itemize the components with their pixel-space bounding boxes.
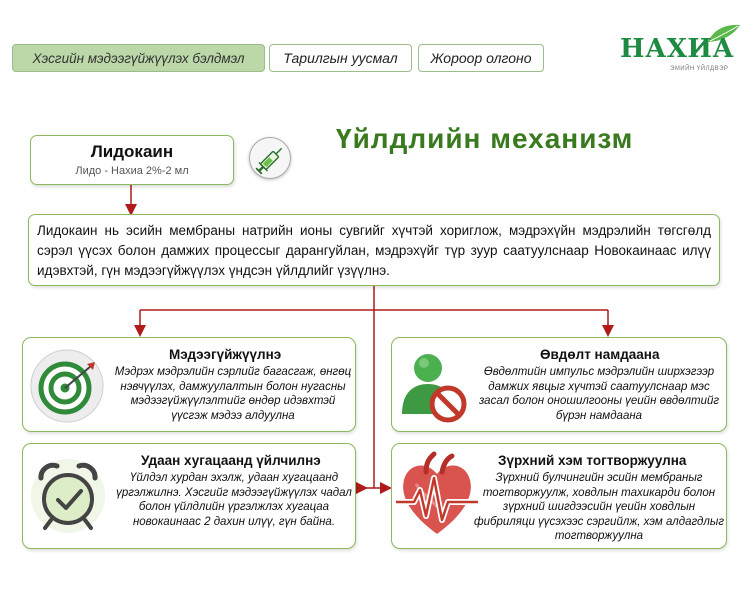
- card-title: Зүрхний хэм тогтворжуулна: [498, 453, 687, 468]
- drug-name: Лидокаин: [90, 142, 174, 161]
- person-prohibited-icon: [402, 354, 467, 423]
- heart-ecg-icon: [396, 451, 478, 534]
- card-title: Өвдөлт намдаана: [540, 347, 660, 362]
- mechanism-text: Лидокаин нь эсийн мембраны натрийн ионы …: [37, 223, 711, 278]
- logo-name: НАХИА: [620, 34, 735, 64]
- tab-injection-solution[interactable]: Тарилгын уусмал: [269, 44, 412, 72]
- effect-card-anesthesia: Мэдээгүйжүүлнэ Мэдрэх мэдрэлийн сэрлийг …: [22, 337, 356, 432]
- card-text: Мэдрэх мэдрэлийн сэрлийг багасгаж, өнгөц…: [114, 366, 352, 422]
- page-title: Үйлдлийн механизм: [336, 123, 634, 154]
- card-title: Удаан хугацаанд үйлчилнэ: [141, 453, 321, 468]
- leaf-icon: [708, 24, 740, 42]
- syringe-icon: [249, 137, 291, 179]
- alarm-clock-icon: [31, 459, 105, 533]
- brand-logo: НАХИА ЭМИЙН ҮЙЛДВЭР: [620, 22, 742, 72]
- drug-name-box: Лидокаин Лидо - Нахиа 2%-2 мл: [30, 135, 234, 185]
- effect-card-pain-relief: Өвдөлт намдаана Өвдөлтийн импульс мэдрэл…: [391, 337, 727, 432]
- logo-subtitle: ЭМИЙН ҮЙЛДВЭР: [670, 66, 729, 72]
- tab-local-anesthetic[interactable]: Хэсгийн мэдээгүйжүүлэх бэлдмэл: [12, 44, 265, 72]
- card-text: Өвдөлтийн импульс мэдрэлийн ширхэгээр да…: [478, 366, 720, 422]
- tab-prescription-only[interactable]: Жороор олгоно: [418, 44, 544, 72]
- effect-card-heart-rhythm: Зүрхний хэм тогтворжуулна Зүрхний булчин…: [391, 443, 727, 549]
- effect-card-long-acting: Удаан хугацаанд үйлчилнэ Үйлдэл хурдан э…: [22, 443, 356, 549]
- card-text: Зүрхний булчингийн эсийн мембраныг тогтв…: [474, 472, 725, 543]
- target-icon: [30, 349, 104, 423]
- card-title: Мэдээгүйжүүлнэ: [169, 347, 282, 362]
- card-text: Үйлдэл хурдан эхэлж, удаан хугацаанд үрг…: [116, 472, 352, 528]
- mechanism-description-box: Лидокаин нь эсийн мембраны натрийн ионы …: [28, 214, 720, 286]
- drug-subtitle: Лидо - Нахиа 2%-2 мл: [75, 165, 189, 177]
